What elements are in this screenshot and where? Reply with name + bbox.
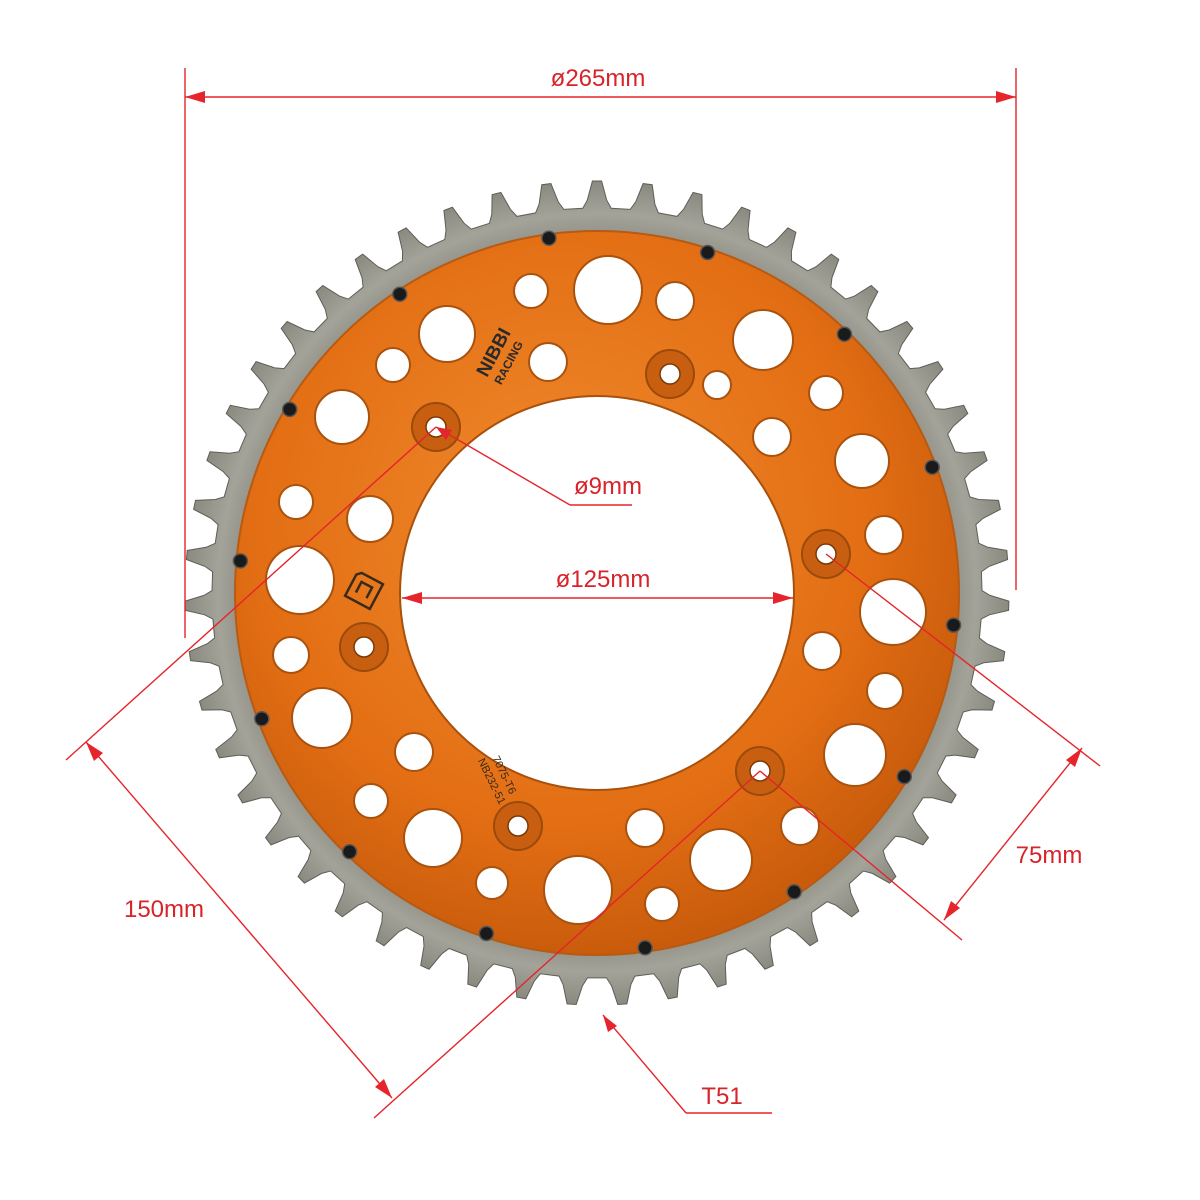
lightening-hole: [808, 375, 844, 411]
ring-rivet: [637, 940, 653, 956]
ring-rivets: [232, 230, 962, 956]
lightening-hole: [528, 342, 568, 382]
lightening-hole: [543, 855, 613, 925]
bolt-circle-dimension: 150mm: [65, 426, 761, 1119]
lightening-hole: [702, 370, 732, 400]
lightening-hole: [859, 578, 927, 646]
lightening-hole: [272, 636, 310, 674]
lightening-hole: [418, 305, 476, 363]
lightening-hole: [625, 808, 665, 848]
ring-rivet: [232, 553, 249, 569]
center-bore: [399, 395, 795, 791]
lightening-hole: [394, 732, 434, 772]
lightening-hole: [403, 808, 463, 868]
lightening-hole: [573, 255, 643, 325]
lightening-hole: [823, 723, 887, 787]
lightening-hole: [689, 828, 753, 892]
lightening-hole: [375, 347, 411, 383]
bolt-hole: [645, 349, 695, 399]
center-bore-dimension: ø125mm: [402, 566, 793, 604]
lightening-hole: [291, 687, 353, 749]
lightening-hole: [513, 273, 549, 309]
lightening-hole: [644, 886, 680, 922]
ring-rivet: [836, 326, 853, 342]
sprocket: NIBBI RACING 7075-T6 NB232-51: [184, 180, 1010, 1006]
ring-rivet: [254, 711, 270, 727]
bolt-spacing-label: 75mm: [1016, 842, 1083, 869]
lightening-hole: [278, 484, 314, 520]
ring-rivet: [945, 617, 962, 633]
lightening-hole: [732, 309, 794, 371]
ring-rivet: [924, 459, 940, 475]
lightening-hole: [752, 417, 792, 457]
bolt-hole-label: ø9mm: [574, 473, 642, 500]
brand-logo-icon: [343, 571, 385, 611]
outer-diameter-label: ø265mm: [551, 65, 646, 92]
lightening-hole: [346, 495, 394, 543]
teeth-callout: T51: [602, 1014, 772, 1114]
lightening-hole: [655, 281, 695, 321]
ring-rivet: [699, 244, 716, 261]
ring-rivet: [786, 884, 802, 900]
ring-rivet: [541, 230, 557, 246]
center-bore-label: ø125mm: [556, 566, 651, 593]
bolt-circle-label: 150mm: [124, 896, 204, 923]
lightening-hole: [866, 672, 904, 710]
lightening-hole: [314, 389, 370, 445]
lightening-hole: [834, 433, 890, 489]
ring-rivet: [341, 844, 358, 860]
ring-rivet: [281, 401, 298, 418]
lightening-hole: [802, 631, 842, 671]
lightening-hole: [475, 866, 509, 900]
teeth-label: T51: [701, 1083, 742, 1110]
ring-rivet: [896, 768, 913, 785]
lightening-holes: [265, 255, 927, 925]
lightening-hole: [780, 806, 820, 846]
lightening-hole: [265, 545, 335, 615]
lightening-hole: [353, 783, 389, 819]
bolt-hole: [339, 622, 389, 672]
bolt-hole-dimension: ø9mm: [435, 426, 642, 506]
lightening-hole: [864, 515, 904, 555]
ring-rivet: [392, 286, 408, 302]
bolt-spacing-dimension: 75mm: [759, 553, 1101, 941]
bolt-hole: [493, 801, 543, 851]
outer-diameter-dimension: ø265mm: [184, 65, 1017, 638]
ring-rivet: [478, 925, 495, 942]
